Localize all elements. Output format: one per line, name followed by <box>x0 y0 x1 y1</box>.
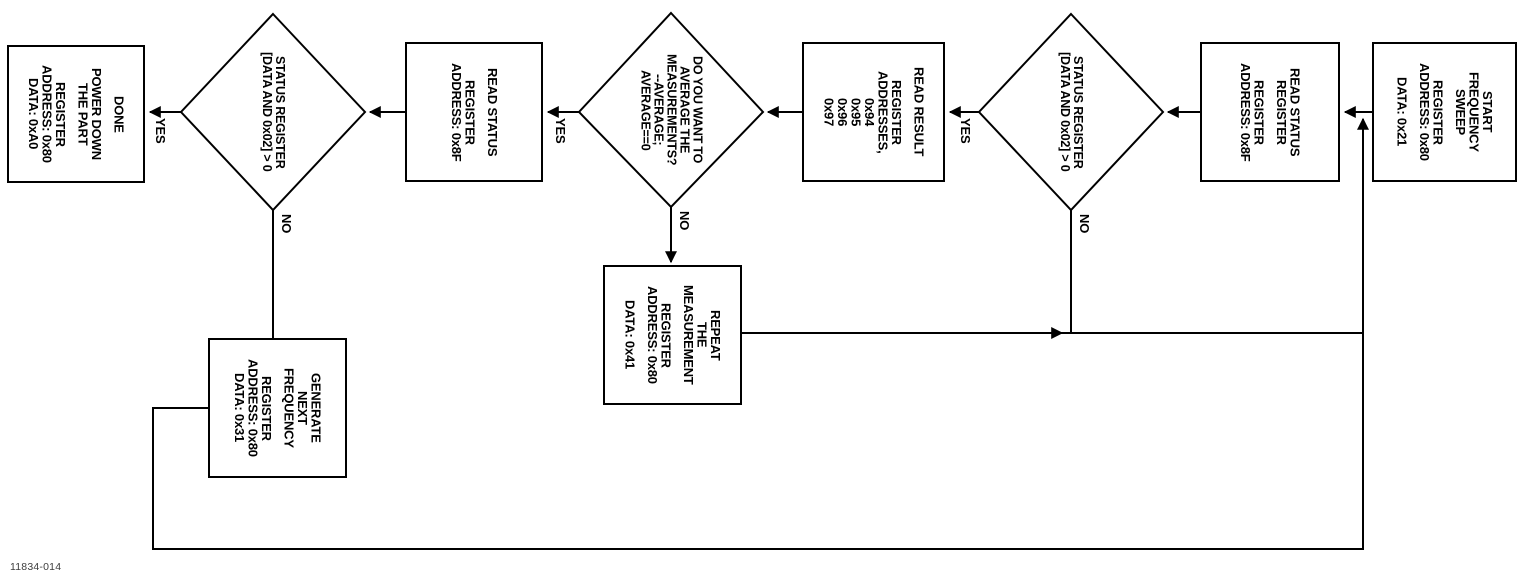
node-text-line: REGISTER <box>53 81 68 147</box>
node-text-line: 0x94 <box>861 97 877 127</box>
node-text: READ STATUS REGISTER ADDRESS: 0x8F <box>448 62 500 162</box>
node-text-line: FREQUENCY <box>1466 72 1482 152</box>
node-text-line: REPEAT <box>708 309 723 361</box>
decision1-diamond <box>977 12 1165 212</box>
node-text-line: DATA: 0x41 <box>622 300 638 370</box>
node-text-line: STATUS REGISTER <box>273 55 287 169</box>
node-text-line: ADDRESS: 0x8F <box>448 62 464 162</box>
connector-generate-feedback-loop <box>152 117 1369 550</box>
decision3-no-label: NO <box>279 214 294 234</box>
node-text: START FREQUENCY SWEEP REGISTER ADDRESS: … <box>1394 63 1496 161</box>
node-text-line: REGISTER <box>1274 79 1289 145</box>
node-text-line: DATA: 0xA0 <box>26 78 41 150</box>
node-text-line: AVERAGE THE <box>677 66 692 154</box>
node-text-line: DO YOU WANT TO <box>690 56 705 164</box>
node-text-line: GENERATE <box>308 373 324 443</box>
node-text-line: MEASUREMENT <box>681 285 696 385</box>
node-text-line: ADDRESS: 0x80 <box>39 65 55 163</box>
decision1-yes-label: YES <box>958 118 973 144</box>
decision1-no-label: NO <box>1077 214 1092 234</box>
node-text-line: READ RESULT <box>911 67 927 157</box>
node-repeat-measurement: REPEAT THE MEASUREMENT REGISTER ADDRESS:… <box>603 265 742 405</box>
node-text-line: ADDRESS: 0x80 <box>645 286 660 384</box>
node-text-line: [DATA AND 0x02] > 0 <box>260 52 274 172</box>
node-text-line: AVERAGE==0 <box>638 69 653 151</box>
node-text: REPEAT THE MEASUREMENT REGISTER ADDRESS:… <box>622 285 724 385</box>
node-text-line: ADDRESS: 0x8F <box>1238 62 1253 162</box>
node-start-frequency-sweep: START FREQUENCY SWEEP REGISTER ADDRESS: … <box>1372 42 1517 182</box>
node-read-status-2: READ STATUS REGISTER ADDRESS: 0x8F <box>405 42 543 182</box>
node-text-line: READ STATUS <box>484 67 500 157</box>
decision3-yes-label: YES <box>153 118 168 144</box>
node-text-line: REGISTER <box>888 79 904 145</box>
node-text: STATUS REGISTER [DATA AND 0x02] > 0 <box>1058 52 1085 172</box>
node-text-line: REGISTER <box>1251 79 1267 145</box>
node-text-line: READ STATUS <box>1287 67 1303 157</box>
decision3-status-register-check: STATUS REGISTER [DATA AND 0x02] > 0 <box>181 14 365 210</box>
decision2-yes-label: YES <box>553 118 568 144</box>
node-text: DO YOU WANT TO AVERAGE THE MEASUREMENTS?… <box>638 54 705 166</box>
node-text-line: THE PART <box>75 82 91 146</box>
node-text-line: ADDRESS: 0x80 <box>1417 63 1432 161</box>
node-text-line: REGISTER <box>462 79 478 145</box>
node-text: READ RESULT REGISTER ADDRESSES, 0x94 0x9… <box>821 67 927 157</box>
node-text-line: DONE <box>111 95 127 133</box>
node-text-line: THE <box>694 322 710 348</box>
decision1-status-register-check: STATUS REGISTER [DATA AND 0x02] > 0 <box>979 14 1163 210</box>
node-text-line: DATA: 0x21 <box>1394 77 1410 147</box>
node-text-line: --AVERAGE; <box>651 74 666 146</box>
node-generate-next-frequency: GENERATE NEXT FREQUENCY REGISTER ADDRESS… <box>208 338 347 478</box>
node-read-result: READ RESULT REGISTER ADDRESSES, 0x94 0x9… <box>802 42 945 182</box>
node-text-line: [DATA AND 0x02] > 0 <box>1058 52 1072 172</box>
node-text: DONE POWER DOWN THE PART REGISTER ADDRES… <box>26 65 127 163</box>
node-text-line: REGISTER <box>658 302 674 368</box>
node-done-power-down: DONE POWER DOWN THE PART REGISTER ADDRES… <box>7 45 145 183</box>
node-text-line: SWEEP <box>1453 89 1468 135</box>
node-text-line: ADDRESSES, <box>875 70 891 154</box>
node-text-line: 0x95 <box>848 97 864 127</box>
node-text-line: ADDRESS: 0x80 <box>245 359 261 457</box>
node-text-line: POWER DOWN <box>89 68 104 160</box>
node-text-line: NEXT <box>295 391 310 425</box>
figure-number: 11834-014 <box>10 561 62 573</box>
node-text-line: 0x96 <box>834 97 850 127</box>
decision2-average-check: DO YOU WANT TO AVERAGE THE MEASUREMENTS?… <box>579 13 763 207</box>
node-text-line: 0x97 <box>821 97 837 127</box>
decision3-diamond <box>179 12 367 212</box>
node-text: GENERATE NEXT FREQUENCY REGISTER ADDRESS… <box>232 359 324 457</box>
node-text-line: FREQUENCY <box>281 368 297 448</box>
node-text-line: START <box>1480 91 1495 133</box>
node-text: READ STATUS REGISTER REGISTER ADDRESS: 0… <box>1238 62 1303 162</box>
node-text-line: DATA: 0x31 <box>232 373 247 443</box>
decision2-no-label: NO <box>677 211 692 231</box>
node-text-line: MEASUREMENTS? <box>664 54 679 166</box>
node-text-line: STATUS REGISTER <box>1071 55 1085 169</box>
node-text-line: REGISTER <box>259 375 274 441</box>
node-text-line: REGISTER <box>1430 79 1446 145</box>
node-text: STATUS REGISTER [DATA AND 0x02] > 0 <box>260 52 287 172</box>
node-read-status-register-1: READ STATUS REGISTER REGISTER ADDRESS: 0… <box>1200 42 1340 182</box>
decision2-diamond <box>577 11 765 209</box>
